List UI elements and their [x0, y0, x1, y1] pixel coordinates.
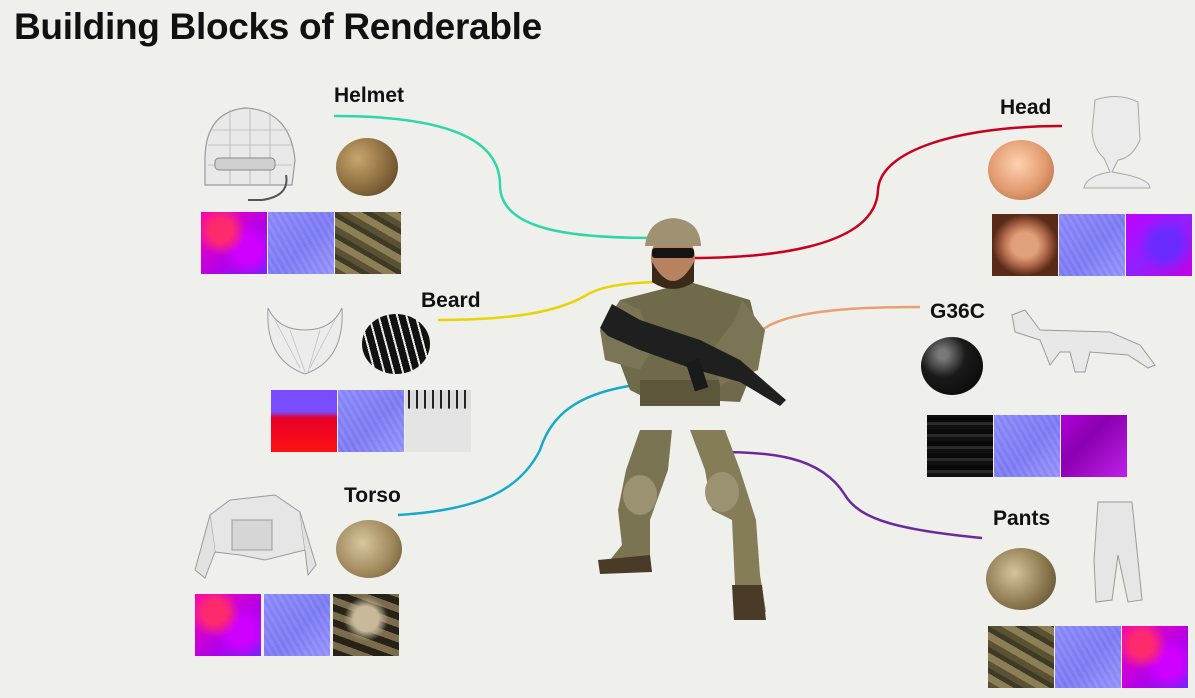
beard-normal-texture [338, 390, 404, 452]
g36c-normal-texture [994, 415, 1060, 477]
helmet-normal-texture [268, 212, 334, 274]
head-material-sphere [988, 140, 1054, 200]
g36c-material-sphere [921, 337, 983, 395]
soldier-sunglasses [652, 248, 694, 258]
head-connector-line [689, 124, 1063, 260]
soldier-helmet-shape [645, 218, 701, 246]
beard-connector-line [437, 280, 666, 322]
soldier-left-boot [598, 555, 652, 574]
pants-label: Pants [993, 507, 1051, 530]
helmet-label: Helmet [334, 84, 405, 107]
soldier-rifle [600, 304, 786, 406]
soldier-rifle-magazine [685, 358, 709, 392]
soldier-right-boot [732, 585, 766, 620]
helmet-diffuse-texture [335, 212, 401, 274]
head-label: Head [1000, 96, 1052, 119]
soldier-beard-shape [652, 262, 694, 289]
g36c-label: G36C [930, 300, 985, 323]
pants-material-sphere [986, 548, 1056, 610]
helmet-material-sphere [336, 138, 398, 196]
torso-normal-texture [264, 594, 330, 656]
head-normal-texture [1059, 214, 1125, 276]
torso-mask-texture [195, 594, 261, 656]
beard-mask-texture [271, 390, 337, 452]
g36c-diffuse-texture [927, 415, 993, 477]
slide-title: Building Blocks of Renderable [14, 6, 542, 47]
beard-material-sphere [362, 314, 430, 374]
soldier-right-leg [690, 430, 766, 612]
torso-connector-line [397, 378, 686, 517]
torso-material-sphere [336, 520, 402, 578]
pants-normal-texture [1055, 626, 1121, 688]
head-diffuse-texture [992, 214, 1058, 276]
pants-mask-texture [1122, 626, 1188, 688]
beard-label: Beard [421, 289, 481, 312]
soldier-left-kneepad [623, 475, 657, 515]
torso-diffuse-texture [333, 594, 399, 656]
beard-strands-texture [405, 390, 471, 452]
helmet-mask-texture [201, 212, 267, 274]
pants-connector-line [711, 450, 983, 540]
head-mask-texture [1126, 214, 1192, 276]
pants-diffuse-texture [988, 626, 1054, 688]
helmet-connector-line [333, 114, 656, 240]
torso-label: Torso [344, 484, 401, 507]
soldier-right-kneepad [705, 472, 739, 512]
g36c-mask-texture [1061, 415, 1127, 477]
